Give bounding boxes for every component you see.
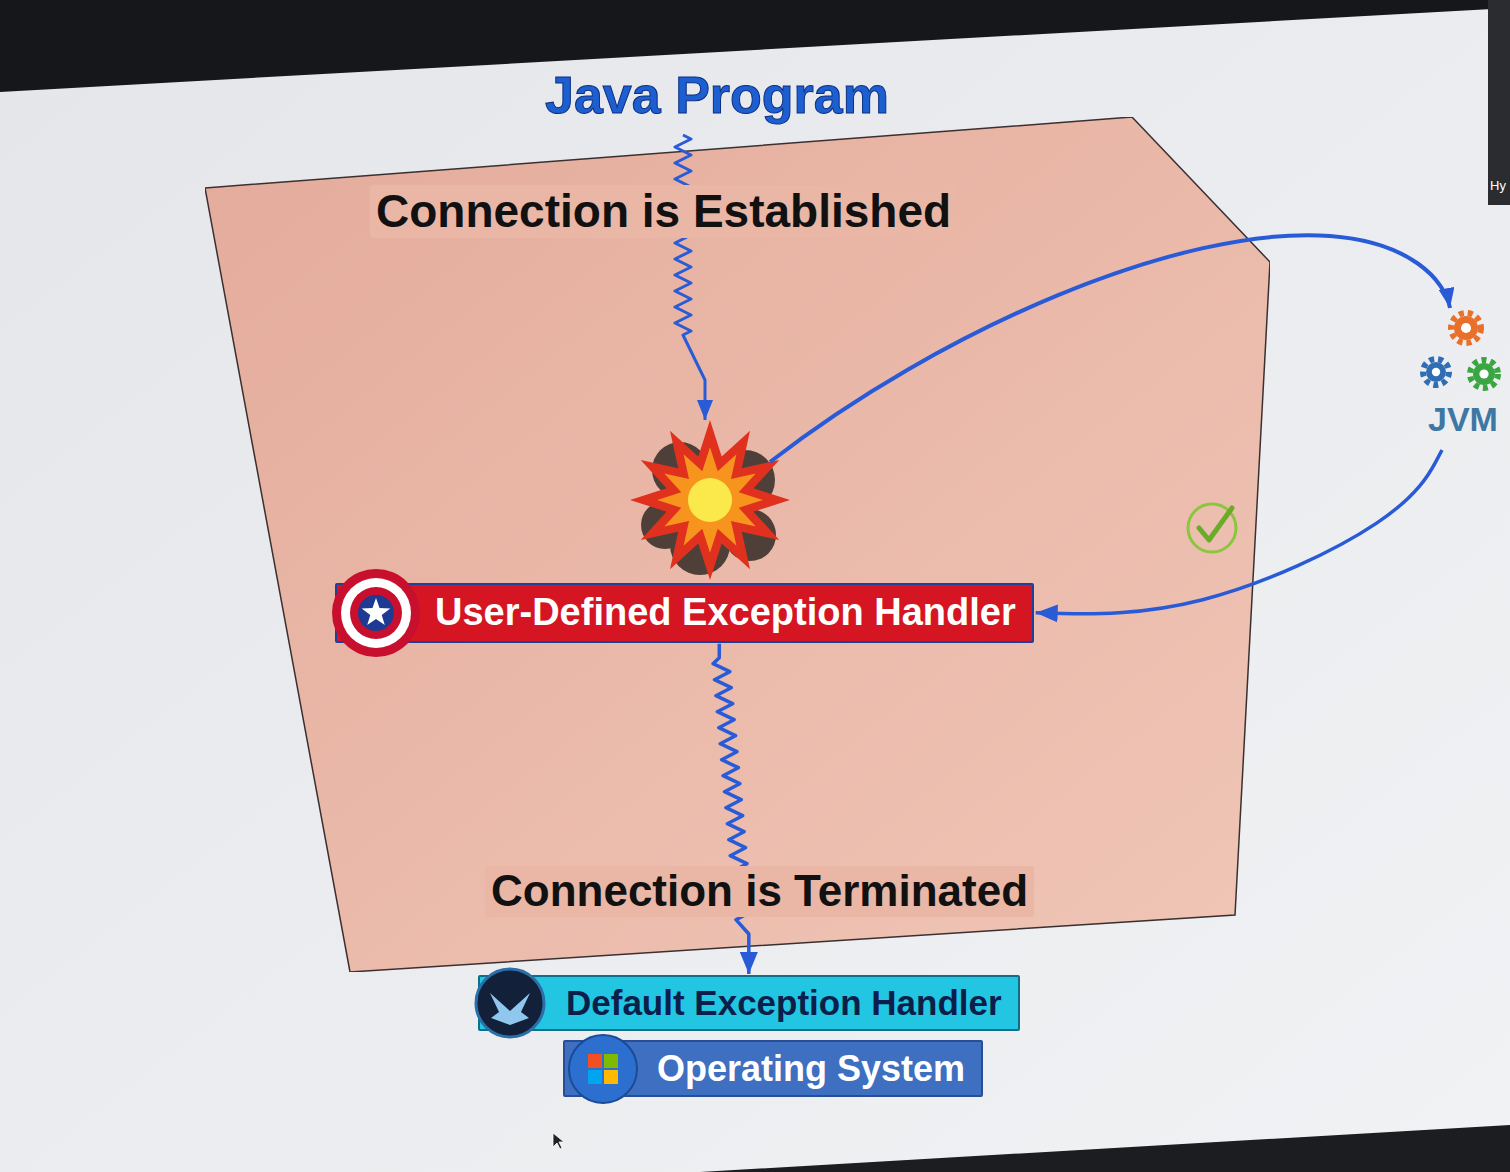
gear-hole xyxy=(1479,369,1488,378)
text-slot: Connection is Terminated xyxy=(485,866,1034,917)
region-footer: Connection is Terminated xyxy=(485,866,1034,917)
explosion-center xyxy=(688,478,732,522)
node-text: Default Exception Handler xyxy=(566,983,1002,1023)
node-text: Operating System xyxy=(657,1048,965,1089)
node-text: JVM xyxy=(1428,400,1498,439)
diagram-title: Java Program xyxy=(545,66,889,126)
eagle-emblem xyxy=(474,967,546,1039)
region-shape xyxy=(205,117,1270,972)
gear-body xyxy=(1454,316,1478,340)
gear-hole xyxy=(1432,368,1440,376)
gears-icon xyxy=(1414,300,1502,396)
shield-icon xyxy=(331,568,421,658)
default-handler-band: Default Exception Handler xyxy=(478,975,1020,1031)
gear-teeth xyxy=(1423,359,1449,385)
title-slot: Java Program xyxy=(545,66,889,126)
text-slot: JVM xyxy=(1428,400,1498,439)
label-slot: Hy xyxy=(1490,176,1506,194)
panel-label: Hy xyxy=(1490,179,1506,194)
region-heading: Connection is Established xyxy=(370,185,957,238)
gear-teeth xyxy=(1470,360,1498,388)
side-panel xyxy=(1488,0,1510,205)
windows-logo xyxy=(567,1033,639,1105)
gear-hole xyxy=(1461,323,1471,333)
gear-body xyxy=(1426,362,1446,382)
text-slot: Connection is Established xyxy=(370,185,957,238)
jvm-node: JVM xyxy=(1414,300,1502,448)
explosion-core xyxy=(657,447,763,553)
node-text: User-Defined Exception Handler xyxy=(435,591,1016,635)
handler-band: User-Defined Exception Handler xyxy=(335,583,1034,643)
monitor-bezel xyxy=(700,1125,1510,1172)
mouse-cursor xyxy=(553,1133,564,1149)
os-band: Operating System xyxy=(563,1040,983,1097)
gear-teeth xyxy=(1451,313,1481,343)
gear-body xyxy=(1473,363,1495,385)
